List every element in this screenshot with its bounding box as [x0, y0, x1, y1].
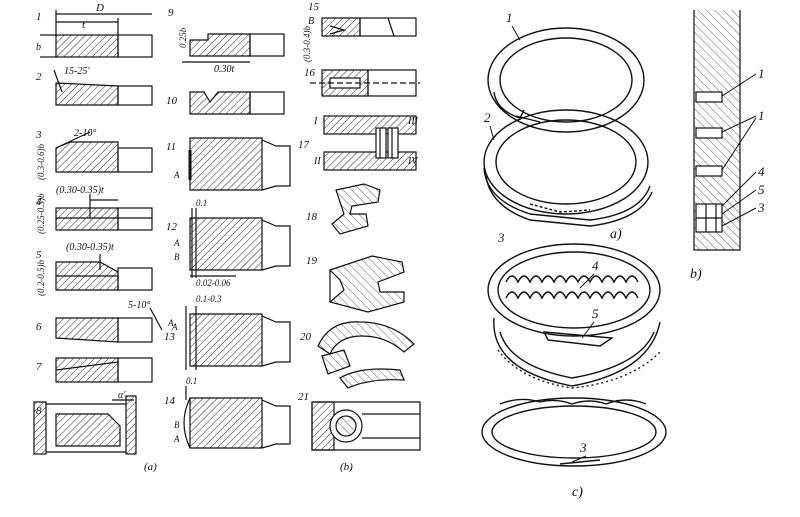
ring-label: 3	[579, 440, 587, 455]
item-number: 8	[36, 405, 42, 417]
item-number: 14	[164, 395, 176, 407]
dim-label: 0.25b	[178, 27, 188, 48]
item-number: 12	[166, 221, 178, 233]
panel-caption: (b)	[340, 461, 353, 473]
dim-label: 5-10°	[128, 300, 150, 311]
ring-label: 2	[484, 110, 491, 125]
ring-label: 4	[592, 258, 599, 273]
item-number: 1	[36, 11, 42, 23]
panel-b-column	[310, 17, 421, 451]
dim-label: IV	[407, 156, 419, 167]
dim-label: II	[313, 156, 321, 167]
dim-label: (0.3-0.6)b	[36, 144, 46, 180]
panel-b-labels: 15 B 16 (0.3-0.4)b 17 I II III IV 18 19 …	[298, 1, 419, 473]
item-number: 16	[304, 67, 316, 79]
dim-label: III	[407, 116, 419, 127]
item-number: 19	[306, 255, 318, 267]
dim-label: 0.02-0.06	[196, 278, 231, 288]
item-number: 6	[36, 321, 42, 333]
panel-a-column-2-labels: 9 0.25b 0.30t 10 11 A 12 0.1 A B 0.02-0.…	[164, 7, 235, 444]
item-number: 15	[308, 1, 320, 13]
dim-label: 0.30t	[214, 64, 235, 75]
dim-label: B	[174, 252, 180, 262]
rings-figure-a	[483, 27, 653, 227]
dim-label: I	[313, 116, 318, 127]
item-number: 5	[36, 249, 42, 261]
ring-label: 1	[506, 10, 513, 25]
panel-a-column-1	[33, 10, 163, 455]
item-number: 18	[306, 211, 318, 223]
item-number: 2	[36, 71, 42, 83]
dim-label: (0.2-0.5)b	[36, 260, 46, 296]
dim-label: 15-25'	[64, 66, 90, 77]
dim-label: A	[173, 434, 180, 444]
section-label: 1	[758, 66, 765, 81]
item-number: 21	[298, 391, 309, 403]
item-number: 4	[36, 196, 42, 208]
dim-label: B	[308, 16, 314, 27]
rings-figure-c	[481, 243, 667, 467]
section-label: 4	[758, 164, 765, 179]
dim-label: α'	[118, 390, 126, 401]
item-number: 11	[166, 141, 176, 153]
leader-lines	[489, 25, 757, 463]
ring-label: 5	[592, 306, 599, 321]
ring-label: 3	[497, 230, 505, 245]
dim-label: (0.25-0.3)b	[36, 193, 46, 234]
dim-label: 0.1	[196, 198, 207, 208]
dim-label: (0.30-0.35)t	[66, 242, 114, 253]
panel-a-column-1-labels: 1 D t b 2 15-25' 3 2-10° (0.3-0.6)b 4 (0…	[35, 2, 174, 473]
dim-label: b	[36, 42, 41, 53]
item-number: 3	[35, 129, 42, 141]
section-label: 5	[758, 182, 765, 197]
dim-label: A	[167, 318, 174, 328]
dim-label: t	[82, 19, 86, 31]
dim-label: 2-10°	[74, 128, 96, 139]
dim-label: 0.1	[186, 376, 197, 386]
dim-label: A	[173, 238, 180, 248]
section-label: 3	[757, 200, 765, 215]
dim-label: B	[174, 420, 180, 430]
dim-label: (0.3-0.4)b	[302, 26, 312, 62]
dim-label: D	[95, 2, 104, 14]
item-number: 7	[36, 361, 42, 373]
dim-label: (0.30-0.35)t	[56, 185, 104, 196]
caption: b)	[690, 267, 702, 282]
item-number: 10	[166, 95, 178, 107]
panel-a-column-2	[182, 33, 291, 449]
caption: a)	[610, 227, 622, 242]
dim-label: A	[171, 322, 178, 332]
dim-label: 0.1-0.3	[196, 294, 222, 304]
section-label: 1	[758, 108, 765, 123]
right-figure-labels: 1 2 3 4 5 3 1 1 4 5 3 a) b) c)	[484, 10, 765, 500]
caption: c)	[572, 485, 583, 500]
item-number: 17	[298, 139, 310, 151]
item-number: 20	[300, 331, 312, 343]
dim-label: A	[173, 170, 180, 180]
cylinder-section-b	[693, 10, 741, 251]
item-number: 9	[168, 7, 174, 19]
panel-caption: (a)	[144, 461, 157, 473]
item-number: 13	[164, 331, 176, 343]
